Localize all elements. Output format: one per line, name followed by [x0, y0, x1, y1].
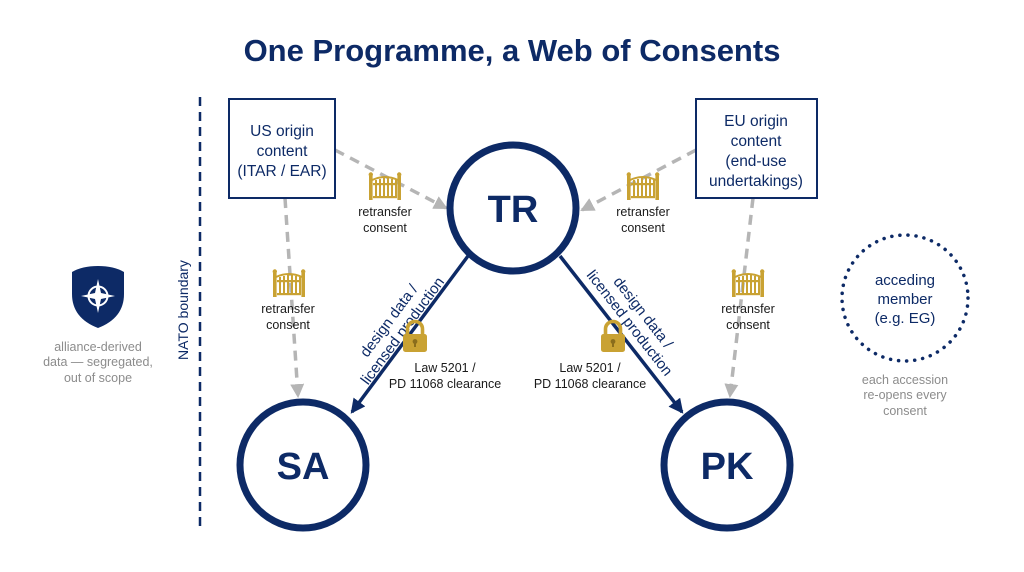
node-pk: PK	[660, 398, 794, 532]
nato-shield-icon	[72, 266, 124, 328]
clearance-label: Law 5201 /	[559, 361, 621, 375]
consent-label: retransfer	[261, 302, 315, 316]
diagram-title: One Programme, a Web of Consents	[244, 33, 781, 68]
svg-text:TR: TR	[488, 189, 539, 231]
gate-icon	[625, 171, 661, 201]
svg-text:out of scope: out of scope	[64, 371, 132, 385]
svg-text:content: content	[731, 133, 783, 150]
svg-text:PK: PK	[701, 446, 754, 488]
clearance-label: PD 11068 clearance	[389, 377, 501, 391]
accession-note: each accession re-opens every consent	[862, 373, 948, 418]
node-tr: TR	[446, 141, 580, 275]
eu-to-tr-arrow	[580, 148, 697, 212]
svg-text:US origin: US origin	[250, 123, 314, 140]
consent-label: consent	[363, 221, 407, 235]
svg-text:(e.g. EG): (e.g. EG)	[875, 310, 936, 327]
consent-label: consent	[266, 318, 310, 332]
svg-text:(end-use: (end-use	[725, 153, 786, 170]
svg-text:re-opens every: re-opens every	[863, 388, 947, 402]
svg-text:EU origin: EU origin	[724, 113, 788, 130]
us-origin-box: US origin content (ITAR / EAR)	[228, 98, 336, 199]
gate-icon	[730, 268, 766, 298]
nato-boundary-label: NATO boundary	[175, 260, 191, 360]
us-to-sa-arrow	[283, 197, 305, 399]
gate-icon	[271, 268, 307, 298]
alliance-note: alliance-derived data — segregated, out …	[43, 340, 153, 385]
svg-text:acceding: acceding	[875, 272, 935, 289]
consent-label: retransfer	[616, 205, 670, 219]
consent-label: consent	[726, 318, 770, 332]
consent-label: retransfer	[358, 205, 412, 219]
us-to-tr-arrow	[334, 148, 448, 210]
svg-text:each accession: each accession	[862, 373, 948, 387]
consent-label: retransfer	[721, 302, 775, 316]
svg-text:data — segregated,: data — segregated,	[43, 355, 153, 369]
svg-text:(ITAR / EAR): (ITAR / EAR)	[237, 163, 326, 180]
svg-text:consent: consent	[883, 404, 927, 418]
svg-text:content: content	[257, 143, 309, 160]
svg-text:alliance-derived: alliance-derived	[54, 340, 142, 354]
acceding-member-node: acceding member (e.g. EG)	[840, 233, 970, 363]
svg-text:SA: SA	[277, 446, 330, 488]
clearance-label: Law 5201 /	[414, 361, 476, 375]
clearance-label: PD 11068 clearance	[534, 377, 646, 391]
svg-text:undertakings): undertakings)	[709, 173, 803, 190]
gate-icon	[367, 171, 403, 201]
eu-origin-box: EU origin content (end-use undertakings)	[695, 98, 818, 199]
svg-text:member: member	[877, 291, 932, 308]
node-sa: SA	[236, 398, 370, 532]
consent-label: consent	[621, 221, 665, 235]
